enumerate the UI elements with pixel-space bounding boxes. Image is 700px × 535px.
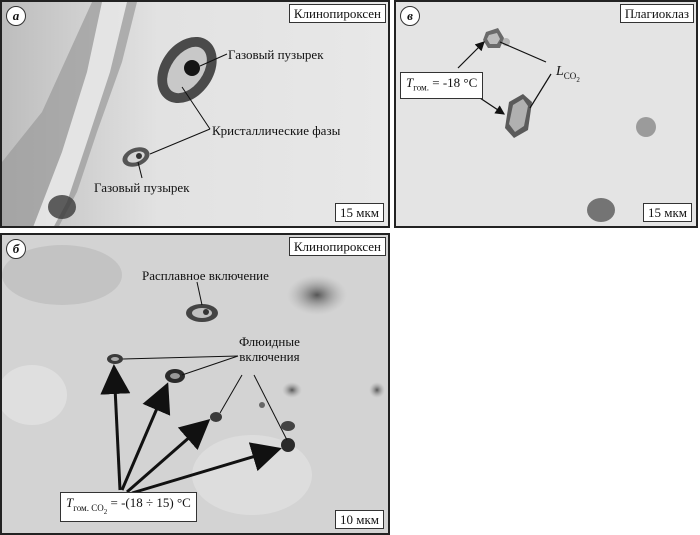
panel-letter-b: б: [6, 239, 26, 259]
lco2-symbol: L: [556, 64, 564, 79]
temp-subscript-v: гом.: [413, 82, 429, 93]
lco2-subscript: CO2: [563, 70, 580, 84]
panel-letter-a: а: [6, 6, 26, 26]
temp-value-b: = -(18 ÷ 15) °C: [110, 495, 191, 510]
mineral-label-v: Плагиоклаз: [619, 4, 694, 23]
mineral-label-b: Клинопироксен: [288, 237, 386, 256]
temp-value-v: = -18 °C: [432, 75, 478, 90]
mineral-label-a: Клинопироксен: [288, 4, 386, 23]
temp-subscript-b: гом. CO2: [73, 502, 108, 516]
fluid-inclusions-line2: включения: [239, 349, 300, 364]
lco2-label: LCO2: [556, 64, 580, 88]
homogenization-temp-v: Tгом. = -18 °C: [400, 72, 484, 99]
micrograph-a: [2, 2, 388, 226]
melt-inclusion-label: Расплавное включение: [142, 268, 269, 283]
scale-bar-a: 15 мкм: [334, 203, 384, 222]
fluid-inclusions-label: Флюидные включения: [239, 334, 300, 364]
panel-letter-v: в: [400, 6, 420, 26]
fluid-inclusions-line1: Флюидные: [239, 334, 300, 349]
panel-v: в Плагиоклаз Tгом. = -18 °C LCO2 15 мкм: [394, 0, 698, 228]
temp-symbol-v: T: [406, 75, 414, 90]
temp-symbol-b: T: [66, 495, 74, 510]
gas-bubble-label-bottom: Газовый пузырек: [94, 180, 190, 195]
panel-b: б Клинопироксен Расплавное включение Флю…: [0, 233, 390, 535]
panel-a: а Клинопироксен Газовый пузырек Кристалл…: [0, 0, 390, 228]
scale-bar-v: 15 мкм: [642, 203, 692, 222]
crystal-phases-label: Кристаллические фазы: [212, 123, 341, 138]
micrograph-v: [396, 2, 696, 226]
gas-bubble-label-top: Газовый пузырек: [228, 47, 324, 62]
homogenization-temp-b: Tгом. CO2 = -(18 ÷ 15) °C: [60, 492, 197, 523]
scale-bar-b: 10 мкм: [334, 510, 384, 529]
